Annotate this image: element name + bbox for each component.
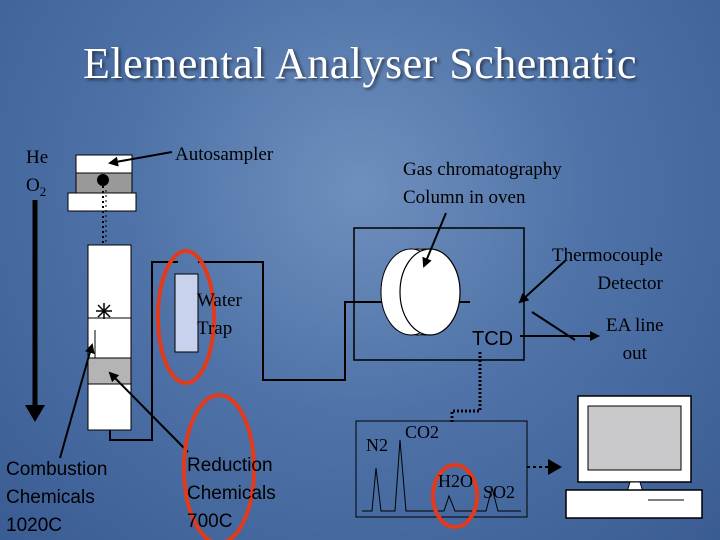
- so2-peak-label: SO2: [483, 482, 516, 502]
- autosampler-pointer: [108, 151, 173, 167]
- combustion-pointer: [59, 343, 95, 459]
- o2-label: O2: [26, 175, 47, 199]
- tcd-label: TCD: [472, 328, 514, 350]
- co2-peak-label: CO2: [405, 422, 440, 442]
- autosampler: [67, 154, 137, 309]
- computer-icon: [565, 395, 703, 519]
- slide-title: Elemental Analyser Schematic: [82, 39, 638, 88]
- chromatogram: [355, 420, 528, 518]
- water-trap-highlight: [156, 249, 216, 385]
- chromatogram-trace: [362, 439, 521, 512]
- he-label: He O2: [26, 144, 48, 206]
- autosampler-label: Autosampler: [175, 144, 274, 165]
- combustion-label: Combustion Chemicals 1020C: [6, 459, 108, 536]
- highlight-rings: [156, 249, 479, 540]
- gas-flow-arrow: [25, 200, 45, 422]
- reduction-label: Reduction Chemicals 700C: [187, 455, 276, 532]
- reduction-highlight: [182, 393, 256, 540]
- water-trap-label: Water Trap: [197, 290, 242, 339]
- ea-line-out-label: EA line out: [606, 315, 664, 364]
- gc-column-label: Gas chromatography Column in oven: [403, 159, 562, 208]
- water-trap: [174, 273, 199, 353]
- h2o-peak-label: H2O: [438, 471, 473, 491]
- gc-pointer: [422, 212, 447, 268]
- combustion-reactor: [87, 244, 132, 431]
- n2-peak-label: N2: [366, 435, 388, 455]
- sample-burst-icon: [96, 303, 112, 319]
- signal-line: [450, 352, 482, 424]
- thermocouple-pointer: [518, 259, 567, 304]
- data-output-arrow: [527, 459, 562, 475]
- gc-column: [380, 248, 461, 336]
- reduction-pointer: [108, 371, 189, 453]
- thermocouple-label: Thermocouple Detector: [552, 245, 663, 294]
- h2o-peak-highlight: [431, 463, 479, 529]
